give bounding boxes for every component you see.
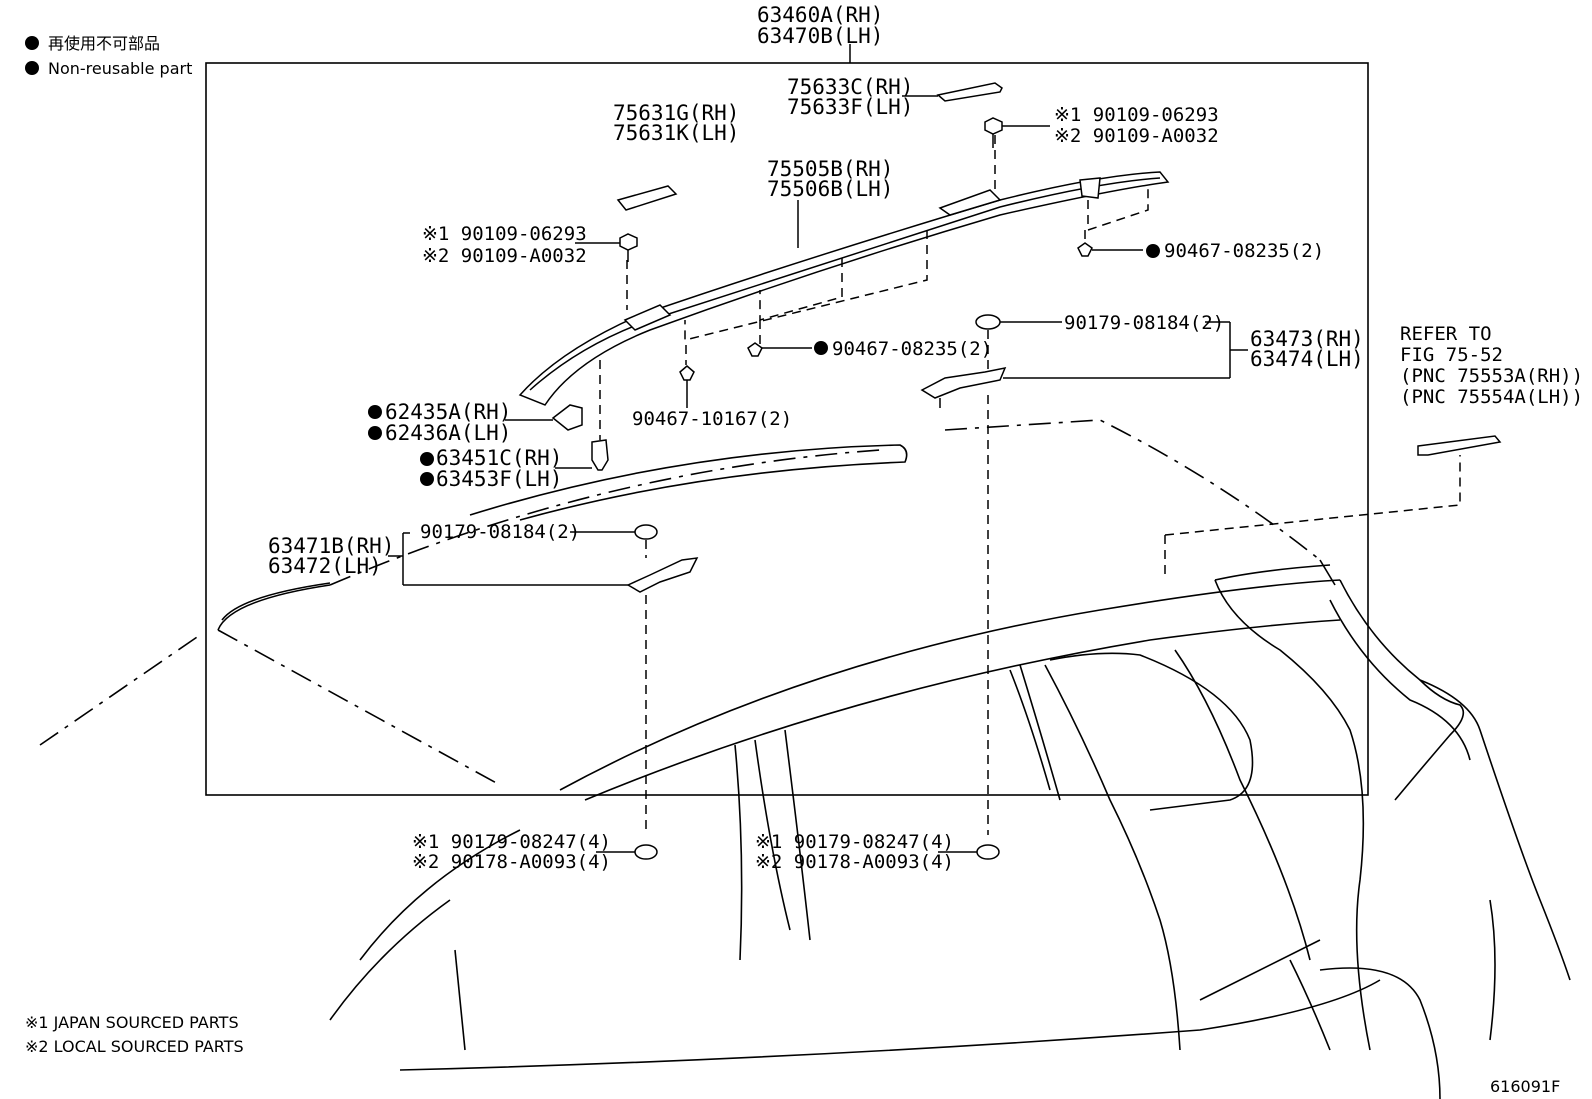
bolt-rear-icon bbox=[984, 117, 1003, 148]
bolt-front-icon bbox=[619, 233, 638, 262]
nut-rear-icon bbox=[975, 314, 1001, 330]
non-reusable-bullet-icon bbox=[814, 341, 828, 355]
label-nut-bottom-right-2: ※2 90178-A0093(4) bbox=[755, 851, 954, 873]
non-reusable-bullet-icon bbox=[25, 61, 39, 75]
label-cover-rear-lh: 75633F(LH) bbox=[787, 95, 913, 119]
non-reusable-bullet-icon bbox=[368, 405, 382, 419]
nut-front-icon bbox=[634, 524, 658, 540]
label-bracket-rear-lh: 63474(LH) bbox=[1250, 347, 1364, 371]
car-body-outline bbox=[39, 419, 1571, 1099]
label-cover-front-rh: 75631G(RH) bbox=[613, 101, 739, 125]
non-reusable-bullet-icon bbox=[368, 426, 382, 440]
roof-rail bbox=[518, 171, 1170, 406]
clip-10167-icon bbox=[679, 365, 695, 381]
label-clip-10167: 90467-10167(2) bbox=[632, 408, 792, 430]
footnote-local: ※2 LOCAL SOURCED PARTS bbox=[25, 1037, 244, 1056]
non-reusable-bullet-icon bbox=[420, 472, 434, 486]
clip-mid-icon bbox=[747, 342, 763, 357]
label-bolt-rear-2: ※2 90109-A0032 bbox=[1054, 125, 1219, 147]
label-rail-rh: 75505B(RH) bbox=[767, 157, 893, 181]
legend-en: Non-reusable part bbox=[48, 59, 192, 78]
label-refer-4: (PNC 75554A(LH)) bbox=[1400, 386, 1583, 408]
bracket-front-part bbox=[626, 557, 699, 593]
bracket-rear-part bbox=[920, 366, 1007, 399]
label-refer-1: REFER TO bbox=[1400, 323, 1492, 345]
assembly-box bbox=[205, 62, 1369, 796]
rear-cover-part bbox=[936, 82, 1003, 102]
label-bolt-front-1: ※1 90109-06293 bbox=[422, 223, 587, 245]
label-nut-bottom-left-1: ※1 90179-08247(4) bbox=[412, 831, 611, 853]
label-rail-assy-rh: 63460A(RH) bbox=[757, 3, 883, 27]
label-rail-lh: 75506B(LH) bbox=[767, 177, 893, 201]
nut-bottom-right-icon bbox=[976, 844, 1000, 860]
label-nut-rear: 90179-08184(2) bbox=[1064, 312, 1224, 334]
footnote-japan: ※1 JAPAN SOURCED PARTS bbox=[25, 1013, 239, 1032]
pad-part bbox=[551, 404, 583, 431]
non-reusable-bullet-icon bbox=[1146, 244, 1160, 258]
clip-front-icon bbox=[591, 439, 609, 471]
label-clip-front-rh: 63451C(RH) bbox=[436, 446, 562, 470]
label-bracket-rear-rh: 63473(RH) bbox=[1250, 327, 1364, 351]
label-nut-bottom-left-2: ※2 90178-A0093(4) bbox=[412, 851, 611, 873]
nut-bottom-left-icon bbox=[634, 844, 658, 860]
label-bolt-front-2: ※2 90109-A0032 bbox=[422, 245, 587, 267]
label-refer-2: FIG 75-52 bbox=[1400, 344, 1503, 366]
label-refer-3: (PNC 75553A(RH)) bbox=[1400, 365, 1583, 387]
label-clip-mid: 90467-08235(2) bbox=[832, 338, 992, 360]
non-reusable-bullet-icon bbox=[25, 36, 39, 50]
label-bracket-front-lh: 63472(LH) bbox=[268, 554, 382, 578]
label-cover-rear-rh: 75633C(RH) bbox=[787, 75, 913, 99]
label-pad-lh: 62436A(LH) bbox=[385, 421, 511, 445]
legend-jp: 再使用不可部品 bbox=[48, 34, 160, 53]
figure-id: 616091F bbox=[1490, 1077, 1560, 1096]
label-bolt-rear-1: ※1 90109-06293 bbox=[1054, 104, 1219, 126]
label-rail-assy-lh: 63470B(LH) bbox=[757, 24, 883, 48]
label-clip-front-lh: 63453F(LH) bbox=[436, 467, 562, 491]
non-reusable-bullet-icon bbox=[420, 452, 434, 466]
refer-part bbox=[1417, 435, 1502, 456]
label-bracket-front-rh: 63471B(RH) bbox=[268, 534, 394, 558]
label-pad-rh: 62435A(RH) bbox=[385, 400, 511, 424]
label-clip-rear: 90467-08235(2) bbox=[1164, 240, 1324, 262]
label-nut-front: 90179-08184(2) bbox=[420, 521, 580, 543]
label-nut-bottom-right-1: ※1 90179-08247(4) bbox=[755, 831, 954, 853]
front-cover-part bbox=[616, 185, 678, 211]
clip-rear-icon bbox=[1077, 242, 1093, 257]
label-cover-front-lh: 75631K(LH) bbox=[613, 121, 739, 145]
